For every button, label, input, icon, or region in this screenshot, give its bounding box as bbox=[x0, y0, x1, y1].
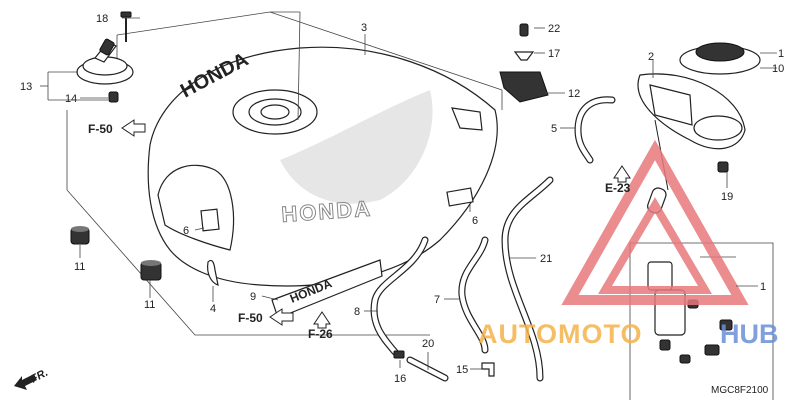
watermark-word-a: AUTOMOTO bbox=[478, 319, 643, 349]
callout-6a: 6 bbox=[183, 225, 189, 237]
hose-20 bbox=[406, 356, 449, 382]
fuel-tank: HONDA HONDA bbox=[147, 46, 498, 287]
callout-1b: 1 bbox=[760, 281, 766, 293]
ref-e23-label: E-23 bbox=[605, 181, 631, 195]
hose-8 bbox=[370, 236, 429, 356]
callout-11a: 11 bbox=[74, 261, 85, 273]
callout-3: 3 bbox=[361, 22, 367, 34]
diagram-code: MGC8F2100 bbox=[711, 385, 769, 396]
ref-f50-bottom: F-50 bbox=[238, 308, 294, 326]
ref-f26: F-26 bbox=[308, 311, 333, 341]
callout-11b: 11 bbox=[144, 299, 155, 311]
callout-7: 7 bbox=[434, 294, 440, 306]
hose-21 bbox=[501, 176, 554, 382]
ref-f26-label: F-26 bbox=[308, 327, 333, 341]
bracket-12 bbox=[499, 71, 549, 103]
front-direction-indicator: FR. bbox=[14, 367, 50, 390]
pad-6b bbox=[446, 187, 474, 207]
washer-17 bbox=[513, 51, 535, 61]
pad-6a bbox=[200, 208, 220, 232]
ref-e23: E-23 bbox=[605, 165, 631, 195]
watermark-logo: AUTOMOTO HUB bbox=[478, 139, 779, 349]
callout-21: 21 bbox=[540, 253, 552, 265]
callout-5: 5 bbox=[551, 123, 557, 135]
fuel-pump-2 bbox=[637, 73, 746, 214]
tube-clip-4 bbox=[207, 259, 219, 286]
callout-labels: 1 10 1 2 3 4 5 6 6 7 8 9 11 11 12 13 14 … bbox=[20, 13, 784, 385]
clip-16 bbox=[393, 350, 405, 359]
callout-19: 19 bbox=[721, 191, 733, 203]
callout-14: 14 bbox=[65, 93, 77, 105]
callout-9: 9 bbox=[250, 291, 256, 303]
callout-22: 22 bbox=[548, 23, 560, 35]
callout-20: 20 bbox=[422, 338, 434, 350]
ref-f50-bottom-label: F-50 bbox=[238, 311, 263, 325]
callout-10: 10 bbox=[772, 63, 784, 75]
callout-6b: 6 bbox=[472, 215, 478, 227]
callout-17: 17 bbox=[548, 48, 560, 60]
callout-16: 16 bbox=[394, 373, 406, 385]
front-arrow-icon bbox=[14, 374, 37, 390]
callout-8: 8 bbox=[354, 306, 360, 318]
callout-2: 2 bbox=[648, 51, 654, 63]
callout-13: 13 bbox=[20, 81, 32, 93]
front-label: FR. bbox=[29, 367, 50, 386]
callout-4: 4 bbox=[210, 303, 216, 315]
nut-19 bbox=[717, 161, 729, 173]
hose-7 bbox=[458, 236, 489, 354]
rubber-mount-b bbox=[140, 260, 162, 281]
callout-15: 15 bbox=[456, 364, 468, 376]
ref-f50-top-label: F-50 bbox=[88, 122, 113, 136]
rubber-mount-a bbox=[70, 226, 90, 245]
callout-18: 18 bbox=[96, 13, 108, 25]
fuel-cap-assembly bbox=[76, 11, 134, 85]
fuel-hose-5 bbox=[574, 96, 616, 164]
callout-1: 1 bbox=[778, 48, 784, 60]
bolt-22 bbox=[519, 23, 529, 37]
packing-10 bbox=[679, 42, 761, 75]
ref-f50-top: F-50 bbox=[88, 119, 146, 137]
watermark-word-b: HUB bbox=[720, 319, 779, 349]
callout-12: 12 bbox=[568, 88, 580, 100]
joint-15 bbox=[481, 362, 495, 377]
leader-lines bbox=[40, 11, 777, 370]
cap-bolt-14 bbox=[108, 91, 119, 103]
